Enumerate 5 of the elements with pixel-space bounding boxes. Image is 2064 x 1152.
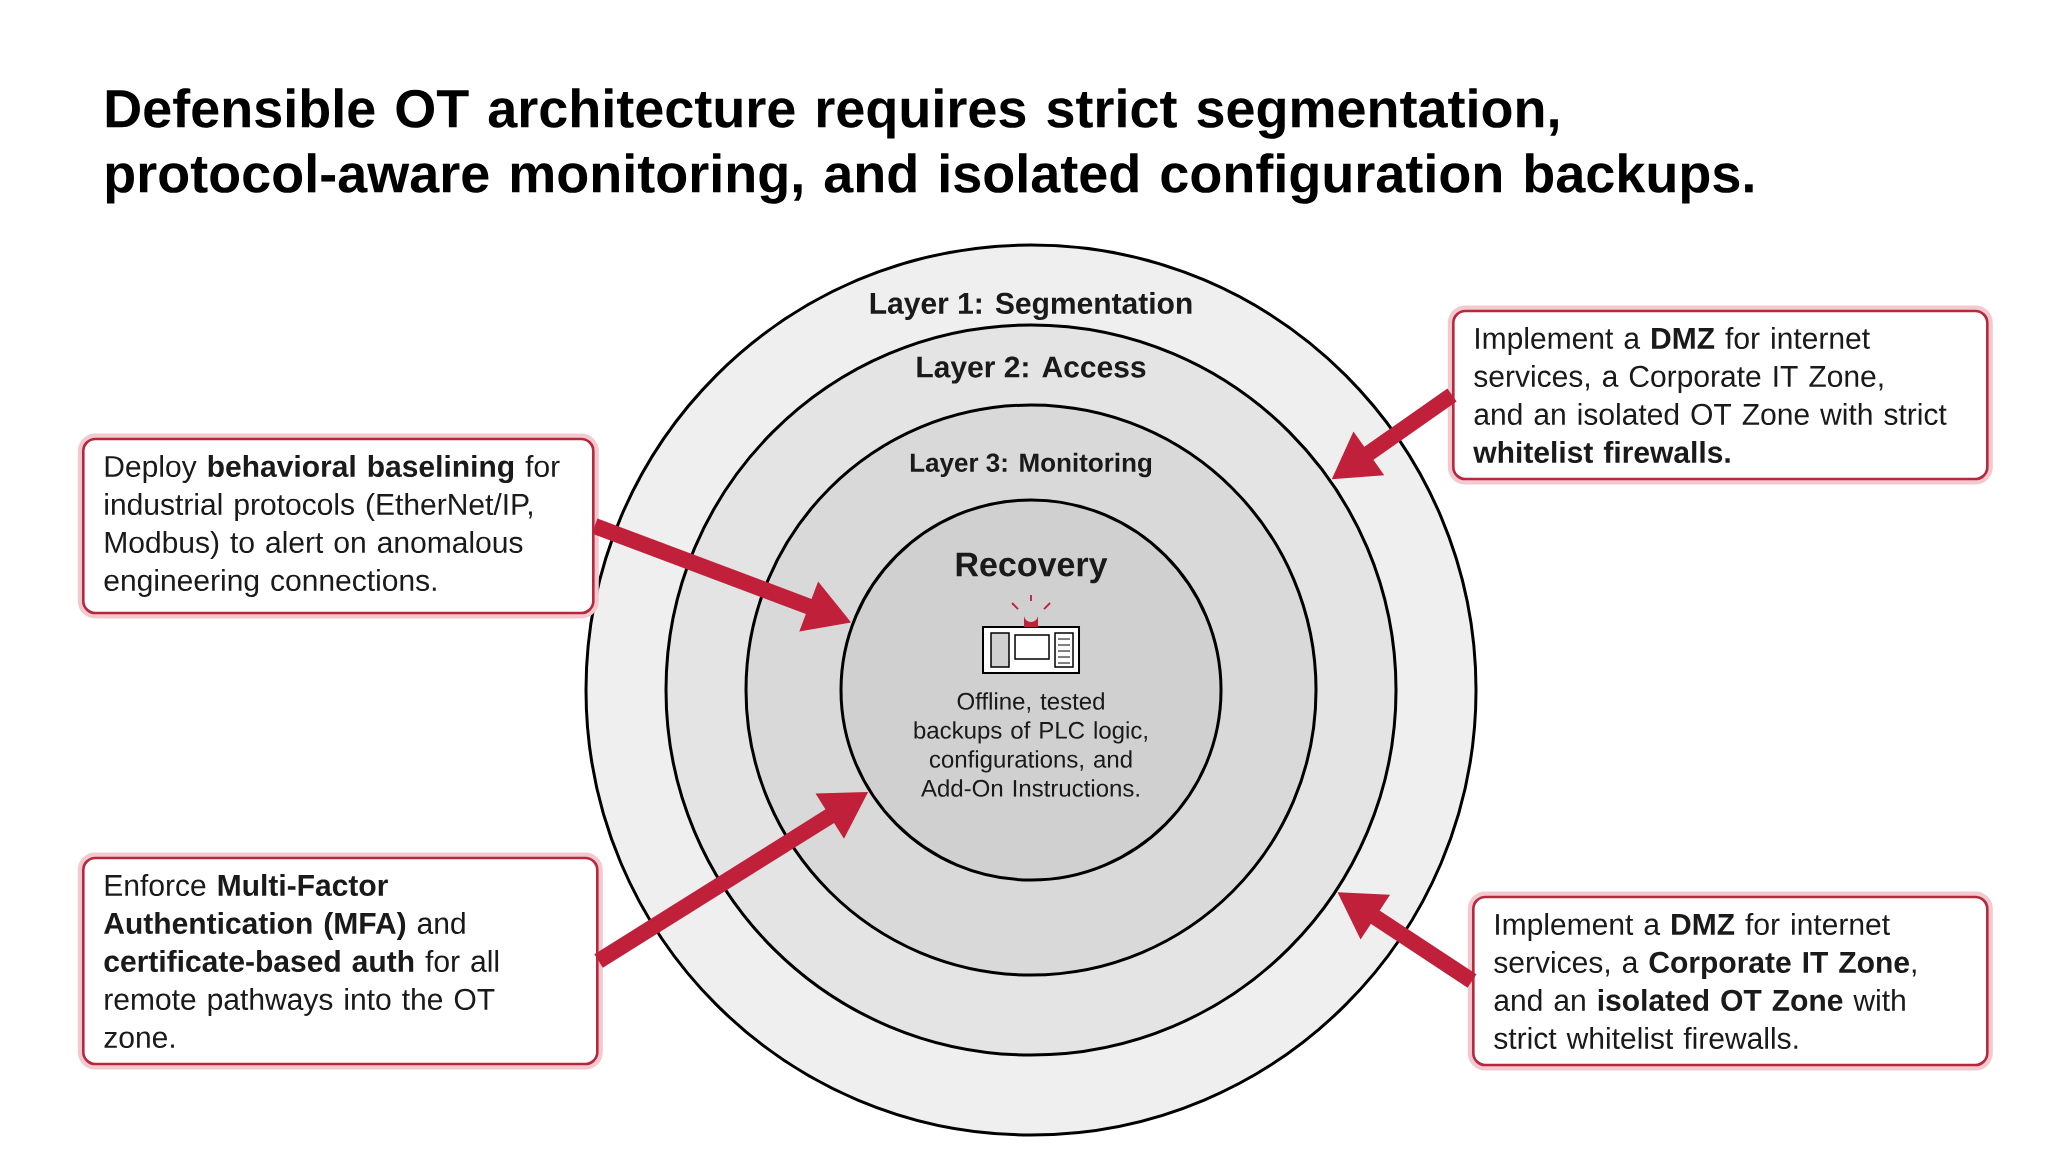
callout-box: Implement a DMZ for internet services, a Corporate IT Zone, and an isolated OT Zone with strict whitelist firewalls. xyxy=(1447,305,1993,485)
callout-box: Enforce Multi-Factor Authentication (MFA) and certificate-based auth for all remote pathways into the OT zone. xyxy=(77,852,603,1070)
title: Defensible OT architecture requires strict segmentation, protocol-aware monitoring, and isolated configuration backups. xyxy=(106,88,1753,204)
callout-box: Deploy behavioral baselining for industrial protocols (EtherNet/IP, Modbus) to alert on anomalous engineering connections. xyxy=(77,433,599,619)
callout-box: Implement a DMZ for internet services, a Corporate IT Zone, and an isolated OT Zone with strict whitelist firewalls. xyxy=(1467,891,1993,1071)
